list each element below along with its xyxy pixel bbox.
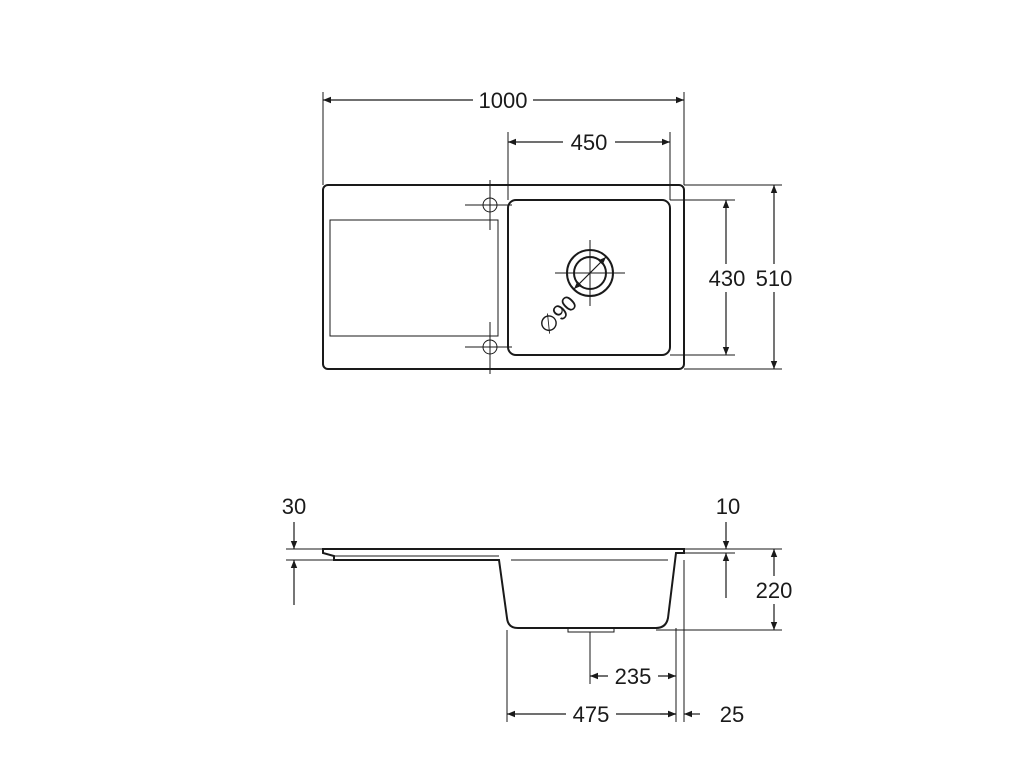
label-drain-offset: 235 [615, 664, 652, 689]
label-overall-depth: 510 [756, 266, 793, 291]
label-bowl-height: 220 [756, 578, 793, 603]
label-bowl-outer-width: 475 [573, 702, 610, 727]
sink-profile [322, 548, 685, 629]
label-drainer-height: 30 [282, 494, 306, 519]
drainer-board [329, 219, 499, 337]
top-view: 1000 450 430 510 ∅90 [322, 86, 797, 374]
drain-waste [555, 240, 625, 306]
label-bowl-depth: 430 [709, 266, 746, 291]
sink-outline [322, 184, 685, 370]
label-drain-diameter: ∅90 [533, 290, 582, 339]
label-rim-height: 10 [716, 494, 740, 519]
bowl-outline [507, 199, 671, 356]
tap-hole-top [465, 180, 512, 230]
side-view: 30 10 220 235 475 25 [282, 494, 798, 728]
label-rim-offset: 25 [720, 702, 744, 727]
label-bowl-width: 450 [571, 130, 608, 155]
drain-outlet [567, 627, 615, 633]
label-overall-width: 1000 [479, 88, 528, 113]
tap-hole-bottom [465, 322, 512, 374]
